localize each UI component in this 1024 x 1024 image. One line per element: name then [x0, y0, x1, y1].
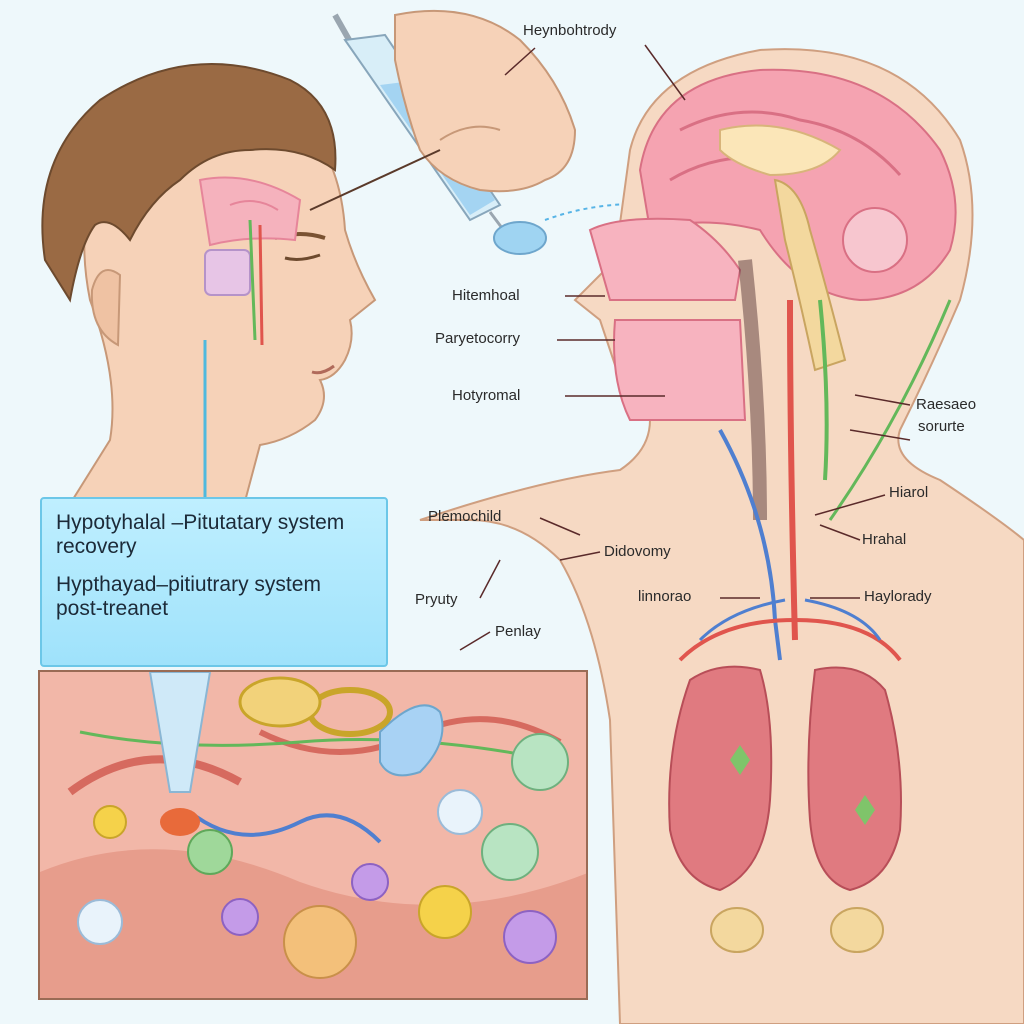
- leader-top: [504, 47, 536, 76]
- leader-m2: [559, 551, 601, 561]
- nerve-line: [248, 219, 257, 341]
- label-linnorao: linnorao: [638, 588, 692, 605]
- body-cross-section: [419, 48, 1024, 1024]
- nerve-trunk: [818, 299, 829, 481]
- vein-trunk: [718, 429, 782, 661]
- pituitary-region: [204, 249, 251, 296]
- tissue-illustration: [40, 672, 586, 998]
- tissue-nerve: [79, 730, 561, 764]
- bubble-1: [77, 899, 123, 945]
- leader-r1: [854, 394, 911, 406]
- label-paryetocorry: Paryetocorry: [435, 330, 521, 347]
- injection-site: [160, 808, 200, 836]
- tissue-vein: [188, 810, 382, 844]
- label-penlay: Penlay: [495, 623, 541, 640]
- label-pryuty: Pryuty: [415, 591, 458, 608]
- left-lung: [668, 665, 773, 892]
- label-hiarol: Hiarol: [889, 484, 929, 501]
- closed-eye: [284, 253, 321, 261]
- inset-tissue-panel: [38, 670, 588, 1000]
- corpus-callosum: [719, 124, 842, 177]
- bubble-2: [437, 789, 483, 835]
- vessel-line: [258, 224, 264, 346]
- label-hitemhoal: Hitemhoal: [452, 287, 520, 304]
- hand: [394, 9, 577, 193]
- capsule-yellow-1: [93, 805, 127, 839]
- right-kidney: [830, 907, 884, 953]
- capsule-purple-1: [221, 898, 259, 936]
- title-panel: Hypotyhalal –Pitutatary system recovery …: [40, 497, 388, 667]
- artery-trunk: [787, 299, 798, 641]
- brain-fold: [229, 200, 279, 211]
- nerve-branch: [828, 299, 952, 521]
- capsule-purple-3: [503, 910, 557, 964]
- label-hotyromal: Hotyromal: [452, 387, 521, 404]
- leader-top-2: [644, 44, 686, 101]
- finger-line: [439, 125, 501, 141]
- lung-nerve-clusters: [730, 745, 875, 825]
- leader-r2: [814, 494, 886, 516]
- spray-device: [379, 704, 444, 777]
- capsule-green-2: [481, 823, 539, 881]
- nasal-cavity: [588, 217, 742, 301]
- leader-m5: [459, 631, 491, 651]
- label-plemochild: Plemochild: [428, 508, 502, 525]
- tissue-vessel-1: [67, 755, 242, 796]
- capsule-green-3: [511, 733, 569, 791]
- left-kidney: [710, 907, 764, 953]
- label-didovomy: Didovomy: [604, 543, 671, 560]
- brain-in-head: [198, 176, 302, 247]
- injection-stream: [148, 672, 212, 793]
- label-hrahal: Hrahal: [862, 531, 907, 548]
- leader-m1: [539, 517, 581, 536]
- leader-m4: [479, 559, 501, 599]
- gland-nodule: [283, 905, 357, 979]
- pointer-line: [309, 149, 441, 211]
- brainstem: [773, 178, 847, 372]
- brain-gyrus-1: [679, 110, 902, 176]
- label-top: Heynbohtrody: [523, 22, 617, 39]
- diagram-title: Hypotyhalal –Pitutatary system recovery: [56, 511, 345, 558]
- label-sorurte: sorurte: [918, 418, 965, 435]
- cerebellum: [842, 207, 908, 273]
- ear: [90, 269, 122, 347]
- capsule-green-1: [187, 829, 233, 875]
- nasal-spray-tip: [493, 221, 547, 255]
- capsule-purple-2: [351, 863, 389, 901]
- face-profile: [41, 63, 377, 521]
- artery-branches: [678, 618, 902, 662]
- label-haylorady: Haylorady: [864, 588, 932, 605]
- gland-lobe: [238, 676, 322, 728]
- right-lung: [807, 666, 902, 892]
- hair: [41, 63, 337, 303]
- leader-lines: [459, 44, 911, 651]
- syringe-hand: [309, 9, 661, 255]
- leader-r3: [819, 524, 861, 541]
- vein-branches: [698, 598, 882, 642]
- oral-cavity: [613, 319, 747, 421]
- pharynx: [738, 259, 767, 521]
- mouth: [311, 364, 335, 375]
- capsule-yellow-2: [418, 885, 472, 939]
- label-raesaeo: Raesaeo: [916, 396, 977, 413]
- leader-r1b: [849, 429, 911, 441]
- diagram-subtitle: Hypthayad–pitiutrary system post-treanet: [56, 573, 321, 620]
